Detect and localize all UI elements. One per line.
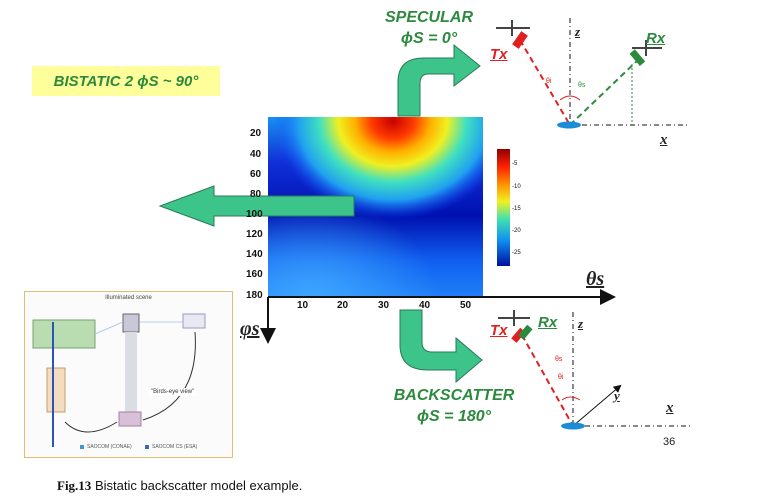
- specular-label: SPECULAR ϕS = 0°: [374, 7, 484, 49]
- rx-label: Rx: [538, 314, 558, 331]
- tx-label: Tx: [490, 46, 508, 63]
- z-label: z: [578, 316, 584, 331]
- theta-i-label: θi: [546, 78, 552, 85]
- x-tick: 50: [460, 300, 472, 311]
- bistatic-label: BISTATIC 2 ϕS ~ 90°: [32, 66, 220, 96]
- colorbar-tick: -25: [512, 250, 521, 256]
- y-tick: 100: [246, 209, 263, 220]
- phi-axis-label: φs: [240, 318, 260, 340]
- specular-phi: ϕS = 0°: [400, 30, 458, 47]
- caption-fig-number: Fig.13: [57, 478, 92, 493]
- caption-text: Bistatic backscatter model example.: [94, 478, 303, 493]
- y-tick: 60: [250, 169, 262, 180]
- colorbar: [497, 149, 510, 266]
- backscatter-arrow: [399, 309, 483, 384]
- colorbar-tick: -5: [512, 161, 518, 167]
- x-tick: 20: [337, 300, 349, 311]
- x-tick: 40: [419, 300, 431, 311]
- backscatter-title: BACKSCATTER: [393, 387, 515, 404]
- specular-geometry: [496, 18, 690, 129]
- inset-legend-item: SAOCOM CS (ESA): [152, 444, 198, 450]
- y-tick: 20: [250, 128, 262, 139]
- colorbar-tick: -20: [512, 228, 521, 234]
- y-tick: 120: [246, 229, 263, 240]
- tx-label: Tx: [490, 322, 508, 339]
- z-label: z: [575, 24, 581, 39]
- rx-label: Rx: [646, 30, 666, 47]
- bistatic-arrow: [158, 185, 355, 227]
- x-label: x: [666, 400, 674, 416]
- page-number: 36: [663, 436, 676, 448]
- theta-s-label: θs: [578, 82, 586, 89]
- theta-s-label: θs: [555, 356, 563, 363]
- x-tick: 30: [378, 300, 390, 311]
- specular-arrow: [397, 43, 481, 117]
- y-tick: 80: [250, 189, 262, 200]
- heatmap: [268, 117, 483, 297]
- backscatter-geometry: [498, 310, 690, 430]
- backscatter-phi: ϕS = 180°: [416, 408, 492, 425]
- inset-graphic: [32, 313, 206, 449]
- birds-eye-label: "Birds-eye view": [149, 388, 197, 396]
- colorbar-tick: -15: [512, 206, 521, 212]
- theta-axis-label: θs: [586, 268, 605, 290]
- backscatter-label: BACKSCATTER ϕS = 180°: [380, 385, 528, 427]
- figure-caption: Fig.13 Bistatic backscatter model exampl…: [57, 478, 302, 494]
- colorbar-tick: -10: [512, 184, 521, 190]
- x-tick: 10: [297, 300, 309, 311]
- inset-legend-item: SAOCOM (CONAE): [87, 444, 132, 450]
- theta-i-label: θi: [558, 374, 564, 381]
- illuminated-scene-inset: Illuminated scene "Birds-eye view" SAOCO…: [24, 291, 233, 458]
- y-tick: 180: [246, 290, 263, 301]
- y-tick: 140: [246, 249, 263, 260]
- inset-title: Illuminated scene: [105, 295, 152, 301]
- y-tick: 160: [246, 269, 263, 280]
- x-label: x: [660, 132, 668, 148]
- y-label: y: [614, 388, 620, 403]
- y-tick: 40: [250, 149, 262, 160]
- specular-title: SPECULAR: [384, 9, 473, 26]
